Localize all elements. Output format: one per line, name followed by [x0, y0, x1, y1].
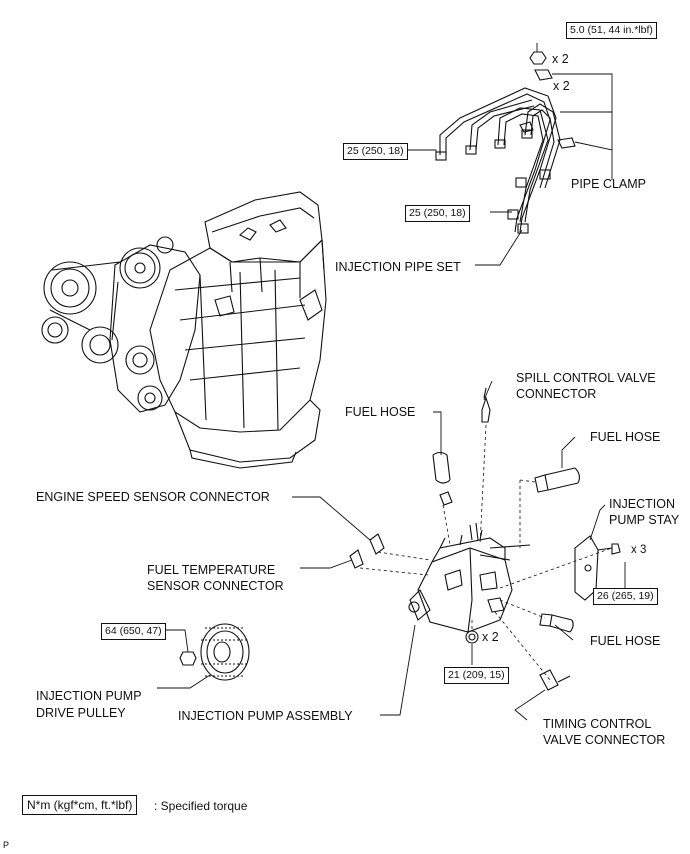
label-injection-pipe-set: INJECTION PIPE SET [335, 260, 461, 274]
label-fuel-hose-lower: FUEL HOSE [590, 634, 661, 648]
label-pipe-clamp: PIPE CLAMP [571, 177, 647, 191]
engine-illustration [41, 191, 327, 469]
leader-lines [157, 43, 626, 721]
torque-pipe-lower: 25 (250, 18) [405, 205, 470, 222]
assembly-lines [359, 424, 613, 681]
qty-nut-top: x 2 [552, 52, 569, 66]
injection-pipes [435, 51, 576, 234]
label-injection-pump-assembly: INJECTION PUMP ASSEMBLY [178, 709, 353, 723]
label-injection-pump-drive-pulley-1: INJECTION PUMP [36, 689, 142, 703]
label-fuel-hose-top: FUEL HOSE [345, 405, 416, 419]
label-timing-control-valve-2: VALVE CONNECTOR [543, 733, 666, 747]
torque-pump-nut: 21 (209, 15) [444, 667, 509, 684]
hoses-connectors [179, 387, 581, 691]
label-injection-pump-stay-2: PUMP STAY [609, 513, 680, 527]
torque-pulley-nut: 64 (650, 47) [101, 623, 166, 640]
legend-unit-desc: : Specified torque [154, 799, 248, 813]
label-spill-control-valve-connector-2: CONNECTOR [516, 387, 597, 401]
label-injection-pump-stay-1: INJECTION [609, 497, 675, 511]
corner-mark: P [3, 840, 10, 850]
label-fuel-temperature-sensor-2: SENSOR CONNECTOR [147, 579, 284, 593]
label-timing-control-valve-1: TIMING CONTROL [543, 717, 652, 731]
label-spill-control-valve-connector-1: SPILL CONTROL VALVE [516, 371, 656, 385]
torque-nut-top: 5.0 (51, 44 in.*lbf) [566, 22, 657, 39]
legend-unit-box: N*m (kgf*cm, ft.*lbf) [22, 795, 138, 815]
qty-pump-nut: x 2 [482, 630, 499, 644]
label-fuel-temperature-sensor-1: FUEL TEMPERATURE [147, 563, 276, 577]
label-fuel-hose-right: FUEL HOSE [590, 430, 661, 444]
label-engine-speed-sensor-connector: ENGINE SPEED SENSOR CONNECTOR [36, 490, 270, 504]
label-injection-pump-drive-pulley-2: DRIVE PULLEY [36, 706, 126, 720]
qty-clamp-top: x 2 [553, 79, 570, 93]
torque-pipe-upper: 25 (250, 18) [343, 143, 408, 160]
torque-pump-stay: 26 (265, 19) [593, 588, 658, 605]
qty-stay-bolt: x 3 [631, 544, 647, 556]
injection-pump-illustration [408, 522, 621, 633]
drive-pulley-illustration [200, 623, 250, 681]
